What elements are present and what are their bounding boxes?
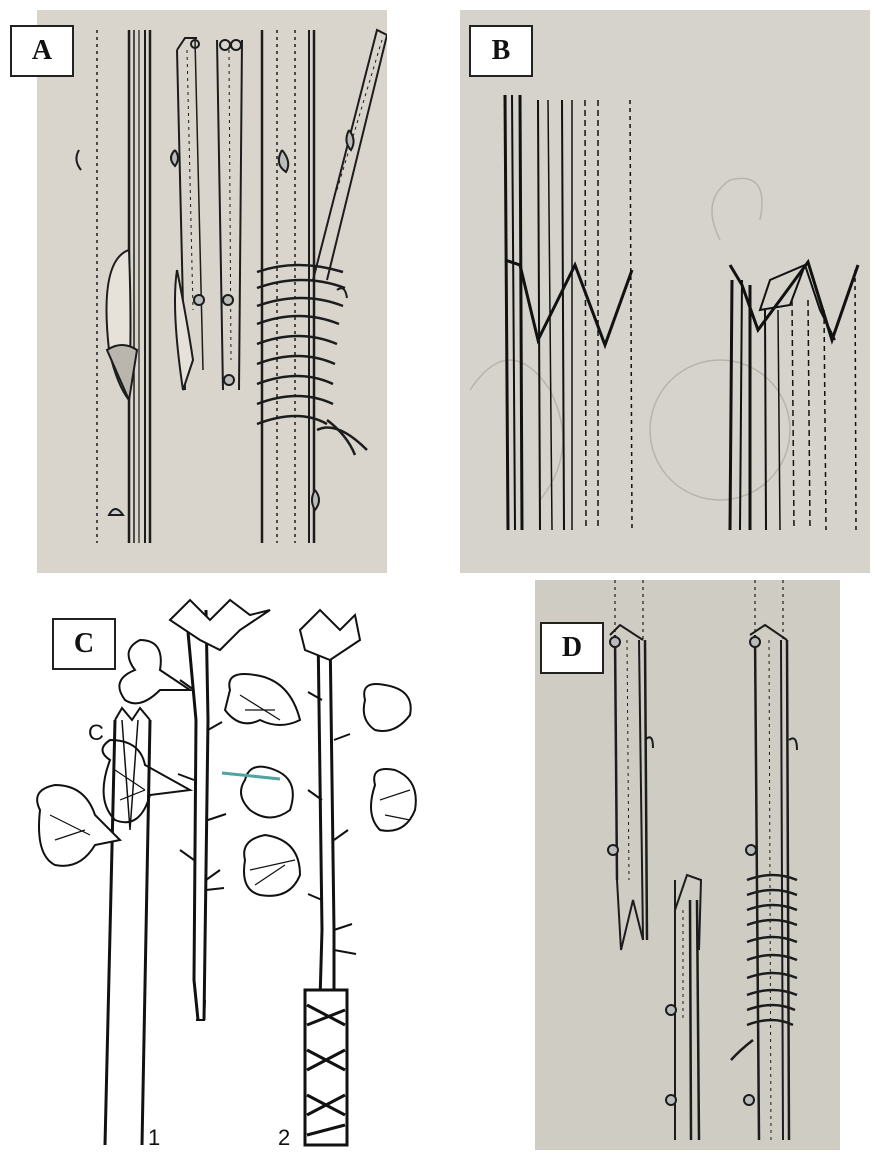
panel-c-label: C [52, 618, 116, 670]
panel-c-step-1-label: 1 [148, 1125, 160, 1151]
panel-d: D [535, 580, 840, 1150]
panel-c-side-letter: C [88, 720, 104, 746]
panel-b-illustration [460, 10, 870, 573]
panel-c-step-2-label: 2 [278, 1125, 290, 1151]
panel-b: B [460, 10, 870, 573]
panel-a: A [37, 10, 387, 573]
panel-a-illustration [37, 10, 387, 573]
panel-c: C C 1 2 [0, 580, 460, 1155]
panel-b-label: B [469, 25, 533, 77]
panel-d-label: D [540, 622, 604, 674]
panel-a-label: A [10, 25, 74, 77]
